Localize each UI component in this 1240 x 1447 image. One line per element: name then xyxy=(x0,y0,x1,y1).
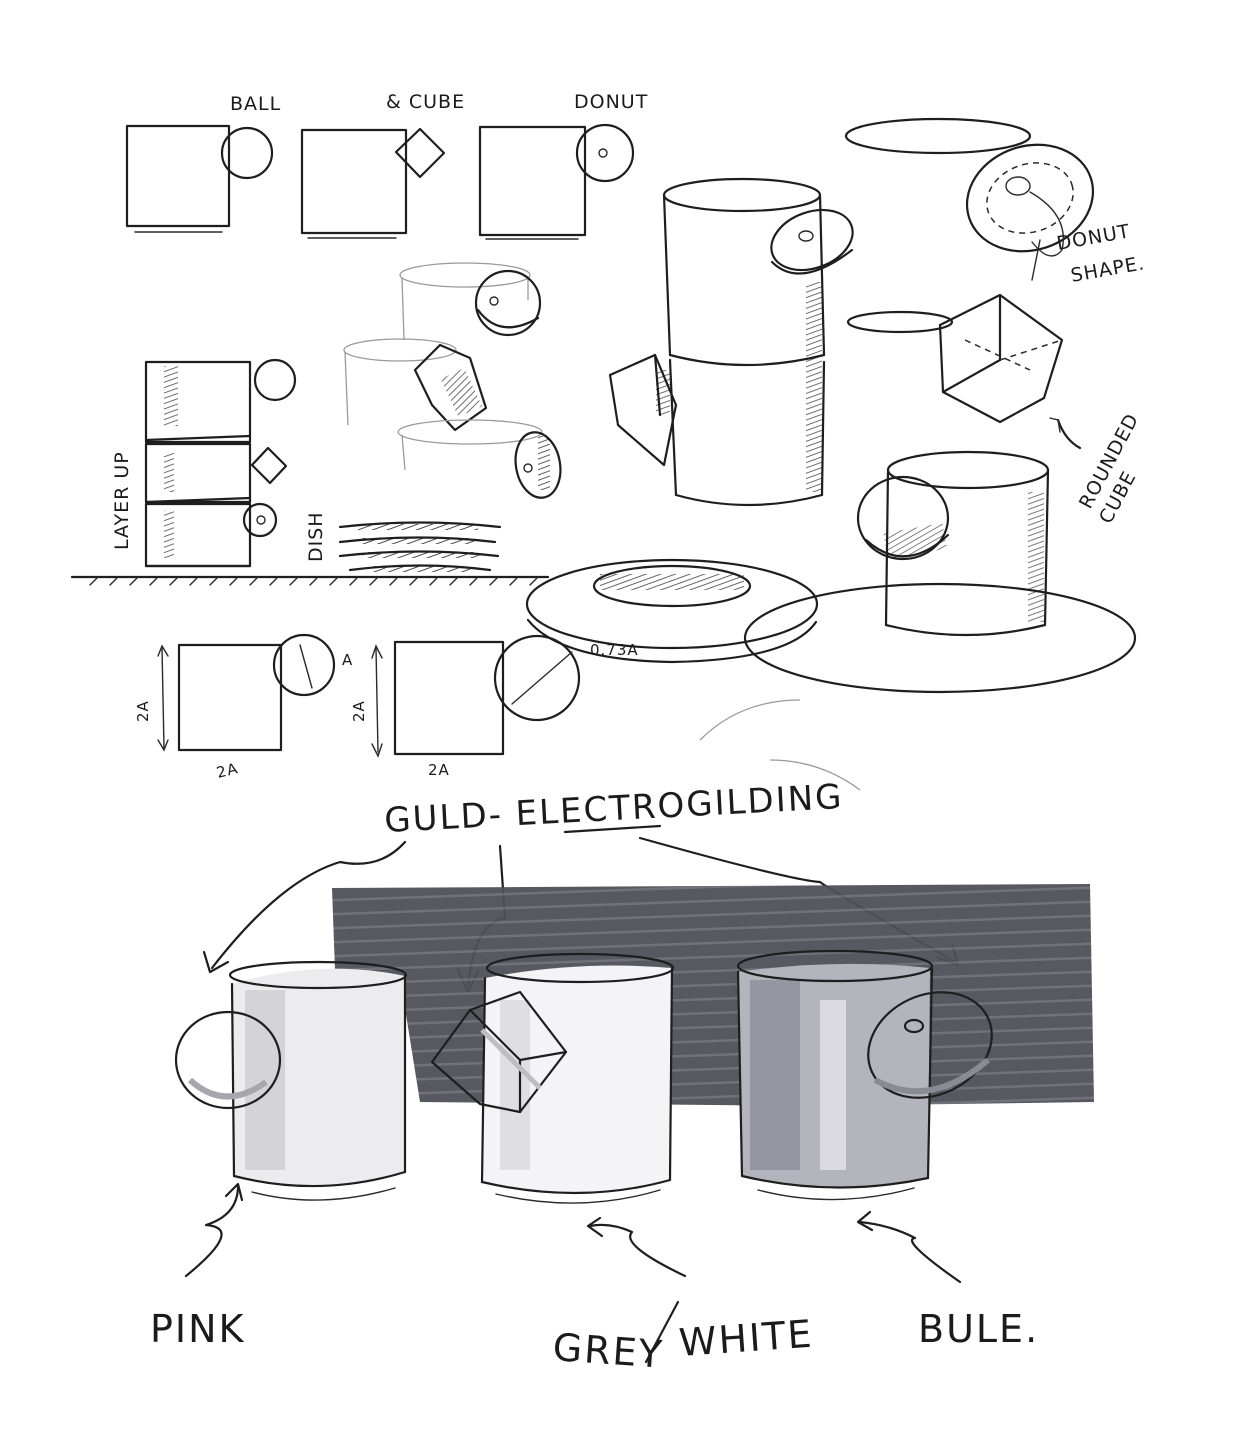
label-dim-2a-v2: 2A xyxy=(350,700,368,722)
label-donut: DONUT xyxy=(574,91,648,113)
mug-pink xyxy=(174,960,408,1201)
study-donut-handle: DONUT xyxy=(478,91,648,240)
donut-shape-study: DONUT SHAPE. xyxy=(965,143,1147,287)
study-ball-handle: BALL xyxy=(125,93,281,233)
saucer-and-mug-sketch: 0.73A xyxy=(525,450,1137,694)
color-callouts: PINK GREY WHITE BULE. xyxy=(150,1182,1039,1377)
label-donut-shape-2: SHAPE. xyxy=(1069,252,1147,287)
study-cube-handle: & CUBE xyxy=(300,91,465,239)
label-blue: BULE. xyxy=(918,1307,1039,1351)
dish-stack: DISH xyxy=(305,511,502,572)
label-white: WHITE xyxy=(678,1312,815,1365)
perspective-mug-studies xyxy=(343,262,562,499)
marker-backdrop xyxy=(332,884,1094,1106)
stacked-cylinder-sketch xyxy=(608,177,854,507)
label-layer-up: LAYER UP xyxy=(111,451,133,550)
label-title: GULD- ELECTROGILDING xyxy=(383,777,844,841)
label-dish: DISH xyxy=(305,511,327,562)
layer-up-stack: LAYER UP xyxy=(111,358,297,568)
label-grey: GREY xyxy=(551,1325,665,1377)
label-dim-2a-h2: 2A xyxy=(428,761,450,779)
construction-arc xyxy=(699,699,861,791)
dimension-study-donut: 2A 2A xyxy=(350,634,581,779)
label-073a: 0.73A xyxy=(590,641,639,659)
label-dim-a: A xyxy=(342,651,353,669)
label-ball: BALL xyxy=(230,93,281,115)
dimension-study-ball: A 2A 2A xyxy=(134,633,353,782)
label-pink: PINK xyxy=(150,1307,245,1351)
lid-ellipse-sketch xyxy=(844,117,1032,155)
mug-blue xyxy=(736,949,993,1201)
ground-line xyxy=(70,575,550,586)
label-dim-2a-h1: 2A xyxy=(215,759,241,782)
rounded-cube-study: ROUNDED CUBE xyxy=(846,293,1143,527)
label-dim-2a-v1: 2A xyxy=(134,700,152,722)
label-cube: & CUBE xyxy=(386,91,465,113)
label-donut-shape-1: DONUT xyxy=(1055,220,1132,255)
mug-grey-white xyxy=(430,952,675,1204)
